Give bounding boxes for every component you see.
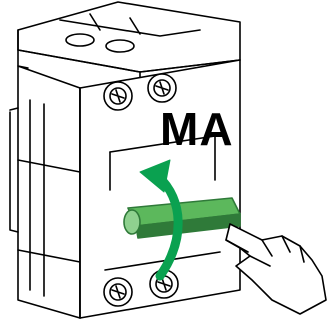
- pointing-hand-icon: [226, 224, 326, 314]
- breaker-side-body: [10, 66, 80, 318]
- ma-label: MA: [160, 106, 234, 152]
- terminal-screw-icon: [104, 82, 132, 110]
- terminal-screw-icon: [104, 278, 132, 306]
- terminal-screw-icon: [148, 74, 176, 102]
